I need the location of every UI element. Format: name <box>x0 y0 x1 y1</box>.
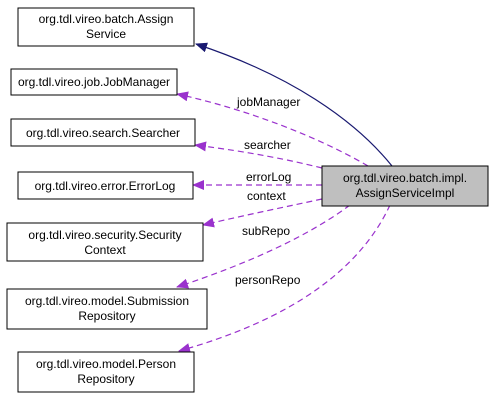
edge-label-error-log: errorLog <box>246 170 291 184</box>
edge-label-context: context <box>247 189 286 203</box>
svg-text:org.tdl.vireo.search.Searcher: org.tdl.vireo.search.Searcher <box>26 126 180 140</box>
edge-context <box>202 198 323 228</box>
edge-person-repo <box>178 204 391 353</box>
edge-searcher <box>194 141 323 169</box>
svg-text:Service: Service <box>86 27 126 41</box>
node-searcher[interactable]: org.tdl.vireo.search.Searcher <box>10 118 196 147</box>
node-submission-repository[interactable]: org.tdl.vireo.model.Submission Repositor… <box>6 288 208 330</box>
edge-label-job-manager: jobManager <box>236 95 300 109</box>
node-error-log[interactable]: org.tdl.vireo.error.ErrorLog <box>17 171 194 200</box>
edge-label-searcher: searcher <box>244 138 291 152</box>
node-person-repository[interactable]: org.tdl.vireo.model.Person Repository <box>17 351 195 393</box>
svg-text:org.tdl.vireo.model.Submission: org.tdl.vireo.model.Submission <box>25 294 189 308</box>
svg-text:Context: Context <box>84 243 126 257</box>
edge-inheritance-assign-service <box>195 42 393 167</box>
svg-text:org.tdl.vireo.error.ErrorLog: org.tdl.vireo.error.ErrorLog <box>35 179 176 193</box>
edge-label-sub-repo: subRepo <box>242 224 290 238</box>
svg-text:org.tdl.vireo.job.JobManager: org.tdl.vireo.job.JobManager <box>18 75 170 89</box>
node-assign-service-impl[interactable]: org.tdl.vireo.batch.impl. AssignServiceI… <box>321 165 489 207</box>
svg-text:Repository: Repository <box>78 309 135 323</box>
edges: jobManager searcher errorLog context sub… <box>176 42 393 353</box>
svg-text:org.tdl.vireo.model.Person: org.tdl.vireo.model.Person <box>36 357 176 371</box>
node-security-context[interactable]: org.tdl.vireo.security.Security Context <box>6 222 204 262</box>
edge-job-manager <box>176 91 369 167</box>
edge-label-person-repo: personRepo <box>235 273 301 287</box>
svg-text:org.tdl.vireo.security.Securit: org.tdl.vireo.security.Security <box>28 228 181 242</box>
svg-text:AssignServiceImpl: AssignServiceImpl <box>356 186 455 200</box>
node-job-manager[interactable]: org.tdl.vireo.job.JobManager <box>10 68 178 96</box>
svg-text:Repository: Repository <box>77 372 134 386</box>
svg-text:org.tdl.vireo.batch.impl.: org.tdl.vireo.batch.impl. <box>343 171 467 185</box>
edge-sub-repo <box>176 204 351 289</box>
node-assign-service[interactable]: org.tdl.vireo.batch.Assign Service <box>17 7 195 47</box>
svg-text:org.tdl.vireo.batch.Assign: org.tdl.vireo.batch.Assign <box>39 12 174 26</box>
